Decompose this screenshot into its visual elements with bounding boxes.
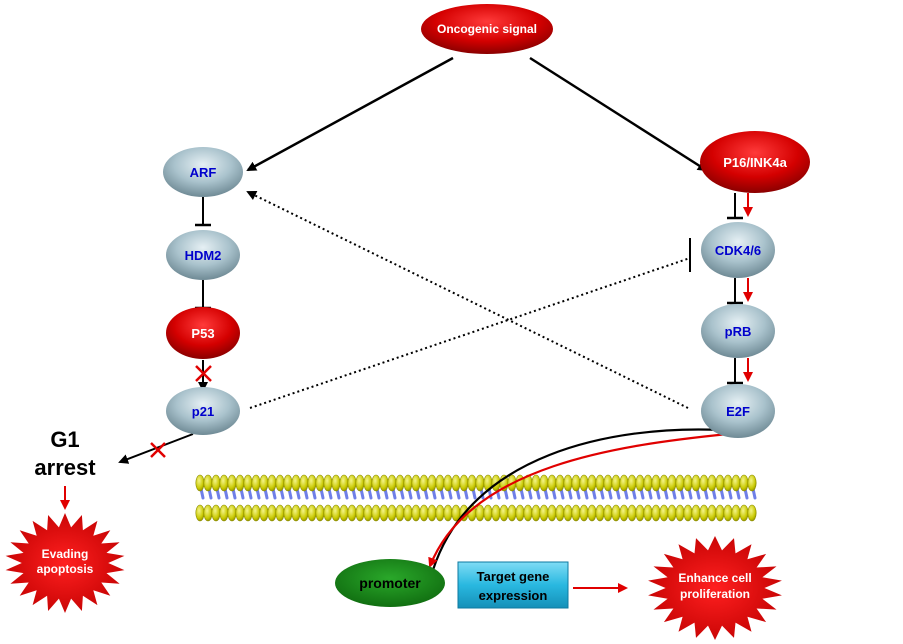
p53-label: P53: [191, 326, 214, 341]
inhibit-p21-cdk46-dotted: [249, 238, 691, 409]
arrest-label: arrest: [34, 455, 96, 480]
apoptosis-label: apoptosis: [37, 562, 94, 576]
node-promoter: promoter: [335, 559, 445, 607]
arf-label: ARF: [190, 165, 217, 180]
cell-membrane: [195, 474, 757, 522]
arrow-e2f-to-arf-dotted: [246, 191, 689, 409]
node-p53: P53: [166, 307, 240, 359]
node-p21: p21: [166, 387, 240, 435]
p16-label: P16/INK4a: [723, 155, 787, 170]
node-arf: ARF: [163, 147, 243, 197]
curve-e2f-to-promoter-black: [431, 428, 723, 571]
p21-label: p21: [192, 404, 214, 419]
proliferation-label: proliferation: [680, 587, 750, 601]
e2f-label: E2F: [726, 404, 750, 419]
target-gene-label: Target gene: [477, 569, 550, 584]
node-oncogenic-signal: Oncogenic signal: [421, 4, 553, 54]
connectors: [60, 56, 753, 593]
curve-e2f-to-promoter-red: [428, 432, 729, 568]
node-e2f: E2F: [701, 384, 775, 438]
inhibit-prb-e2f: [727, 358, 753, 385]
node-prb: pRB: [701, 304, 775, 358]
node-g1-arrest: G1 arrest: [34, 427, 96, 480]
hdm2-label: HDM2: [185, 248, 222, 263]
inhibit-hdm2-p53: [195, 280, 211, 310]
enhance-cell-label: Enhance cell: [678, 571, 751, 585]
arrow-oncogenic-to-arf: [246, 56, 454, 172]
inhibit-arf-hdm2: [195, 197, 211, 227]
prb-label: pRB: [725, 324, 752, 339]
inhibit-cdk46-prb: [727, 278, 753, 305]
inhibit-p16-cdk46: [727, 193, 753, 220]
node-enhance-proliferation: Enhance cell proliferation: [648, 536, 782, 640]
block-cross-p53-p21: [195, 365, 212, 382]
promoter-label: promoter: [359, 575, 421, 591]
block-cross-p21-g1: [150, 442, 166, 458]
cdk46-label: CDK4/6: [715, 243, 761, 258]
node-p16-ink4a: P16/INK4a: [700, 131, 810, 193]
node-hdm2: HDM2: [166, 230, 240, 280]
evading-label: Evading: [42, 547, 89, 561]
expression-label: expression: [479, 588, 548, 603]
node-target-gene-expression: Target gene expression: [457, 561, 569, 609]
arrow-oncogenic-to-p16: [529, 56, 708, 172]
g1-label: G1: [50, 427, 79, 452]
node-evading-apoptosis: Evading apoptosis: [5, 513, 125, 613]
node-cdk46: CDK4/6: [701, 222, 775, 278]
oncogenic-signal-label: Oncogenic signal: [437, 22, 537, 36]
